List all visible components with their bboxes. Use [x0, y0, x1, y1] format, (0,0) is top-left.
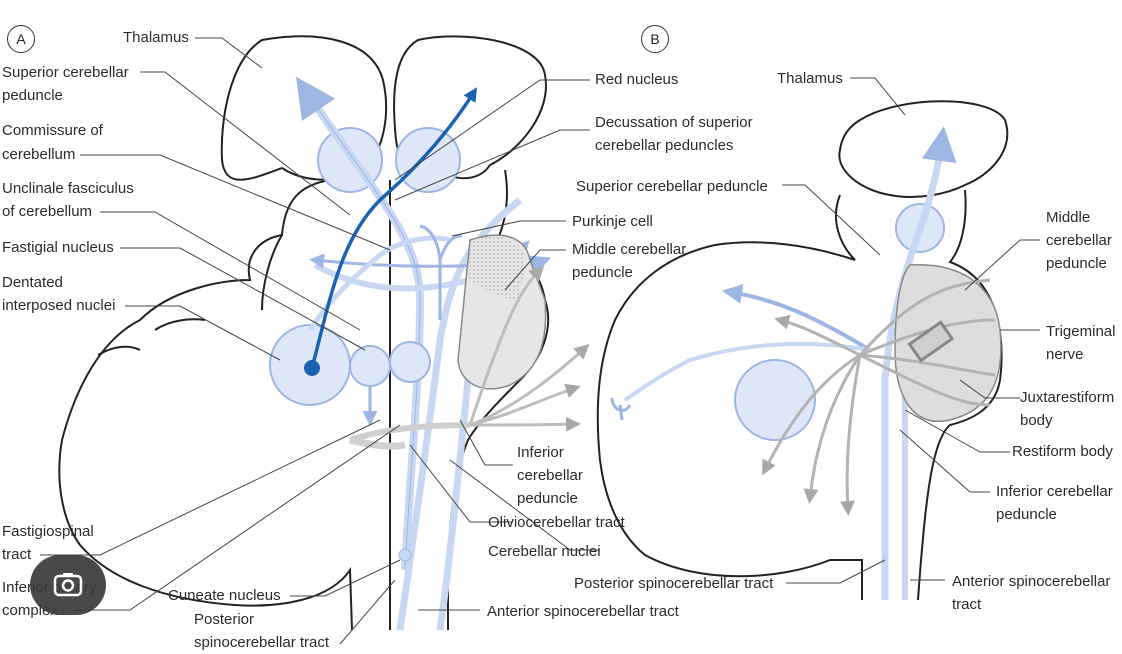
- label-commissure-2: cerebellum: [2, 146, 76, 163]
- label-middle-peduncle-a-1: Middle cerebellar: [572, 241, 687, 258]
- label-fastigiospinal-2: tract: [2, 546, 32, 563]
- label-oliviocerebellar: Oliviocerebellar tract: [488, 514, 625, 531]
- label-restiform-body: Restiform body: [1012, 443, 1113, 460]
- label-trigeminal-1: Trigeminal: [1046, 323, 1116, 340]
- panel-b-tracts: [610, 126, 957, 600]
- folium-curve-3: [97, 345, 141, 356]
- label-unclinale-2: of cerebellum: [2, 203, 93, 220]
- label-inferior-peduncle-a-1: Inferior: [517, 444, 564, 461]
- thalamus-b: [838, 100, 1009, 198]
- label-middle-peduncle-a-2: peduncle: [572, 264, 633, 281]
- label-red-nucleus: Red nucleus: [595, 71, 679, 88]
- panel-b-tag: B: [641, 25, 669, 53]
- dentate-nucleus-dot: [304, 360, 320, 376]
- label-superior-peduncle-b: Superior cerebellar peduncle: [576, 178, 768, 195]
- gray-fibers-a: [349, 265, 590, 450]
- folium-curve-2: [154, 318, 206, 331]
- label-purkinje-cell: Purkinje cell: [572, 213, 653, 230]
- label-superior-cerebellar-peduncle-a-2: peduncle: [2, 87, 63, 104]
- label-cerebellar-nuclei: Cerebellar nuclei: [488, 543, 601, 560]
- label-inferior-peduncle-b-1: Inferior cerebellar: [996, 483, 1113, 500]
- purkinje-cell-a: [419, 224, 463, 320]
- label-juxtarestiform-2: body: [1020, 412, 1053, 429]
- label-middle-peduncle-b-2: cerebellar: [1046, 232, 1112, 249]
- label-trigeminal-2: nerve: [1046, 346, 1084, 363]
- camera-lens-icon: [53, 573, 83, 597]
- label-commissure-1: Commissure of: [2, 122, 103, 139]
- visual-search-button[interactable]: [30, 555, 106, 615]
- label-thalamus-b: Thalamus: [777, 70, 843, 87]
- label-posterior-spinocerebellar-a-1: Posterior: [194, 611, 255, 628]
- label-decussation-1: Decussation of superior: [595, 114, 753, 131]
- leader-lines: [40, 37, 1040, 645]
- gray-fibers-b: [762, 278, 996, 516]
- label-posterior-spinocerebellar-b: Posterior spinocerebellar tract: [574, 575, 774, 592]
- label-dentated-2: interposed nuclei: [2, 297, 116, 314]
- cerebellum-outline-a: [58, 179, 353, 631]
- label-thalamus-a: Thalamus: [123, 29, 189, 46]
- folium-curve: [261, 234, 283, 311]
- label-fastigiospinal-1: Fastigiospinal: [2, 523, 94, 540]
- label-anterior-spinocerebellar-b-1: Anterior spinocerebellar: [952, 573, 1111, 590]
- label-anterior-spinocerebellar-a: Anterior spinocerebellar tract: [487, 603, 679, 620]
- label-unclinale-1: Unclinale fasciculus: [2, 180, 134, 197]
- label-inferior-peduncle-a-2: cerebellar: [517, 467, 583, 484]
- cerebellum-outline-b: [596, 194, 863, 600]
- label-juxtarestiform-1: Juxtarestiform: [1020, 389, 1115, 406]
- label-decussation-2: cerebellar peduncles: [595, 137, 734, 154]
- label-middle-peduncle-b-3: peduncle: [1046, 255, 1107, 272]
- label-dentated-1: Dentated: [2, 274, 63, 291]
- label-middle-peduncle-b-1: Middle: [1046, 209, 1091, 226]
- label-superior-cerebellar-peduncle-a-1: Superior cerebellar: [2, 64, 129, 81]
- brainstem-edge-b: [917, 189, 1003, 601]
- label-anterior-spinocerebellar-b-2: tract: [952, 596, 982, 613]
- label-inferior-peduncle-a-3: peduncle: [517, 490, 578, 507]
- dentatothalamic-tract: [310, 87, 477, 369]
- panel-a-tag: A: [7, 25, 35, 53]
- label-inferior-peduncle-b-2: peduncle: [996, 506, 1057, 523]
- label-cuneate-nucleus: Cuneate nucleus: [168, 587, 281, 604]
- label-fastigial-nucleus: Fastigial nucleus: [2, 239, 114, 256]
- label-posterior-spinocerebellar-a-2: spinocerebellar tract: [194, 634, 330, 651]
